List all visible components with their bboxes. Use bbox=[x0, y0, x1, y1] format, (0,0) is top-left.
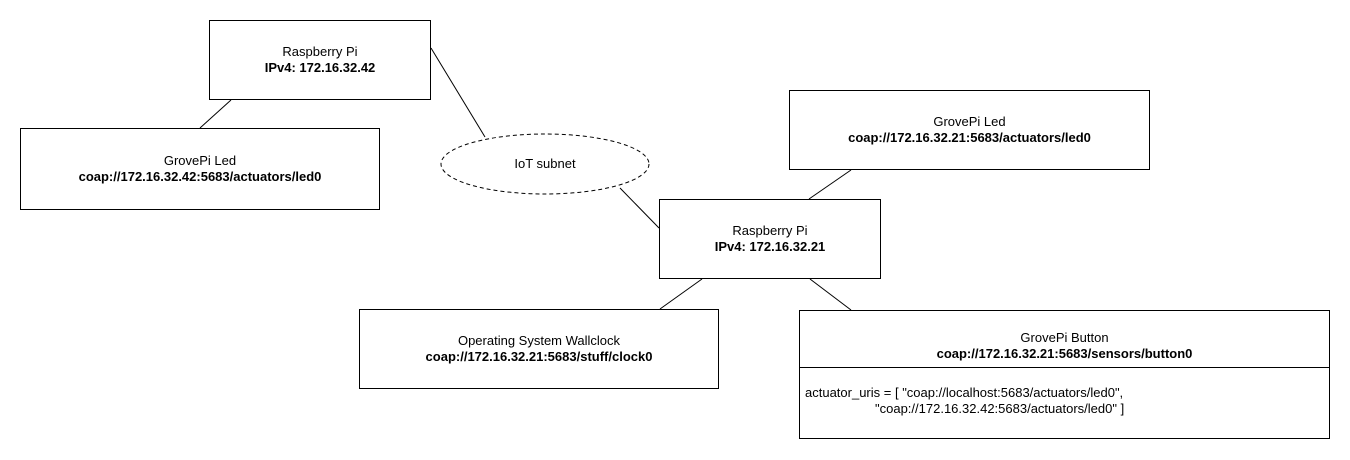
node-address: coap://172.16.32.21:5683/stuff/clock0 bbox=[425, 349, 653, 364]
node-address: coap://172.16.32.42:5683/actuators/led0 bbox=[78, 169, 322, 184]
connector-pi1-led1 bbox=[199, 99, 232, 129]
raspberry-pi-node-21[interactable]: Raspberry Pi IPv4: 172.16.32.21 bbox=[659, 199, 881, 279]
node-address: IPv4: 172.16.32.42 bbox=[264, 60, 376, 75]
node-title: GrovePi Button bbox=[1020, 330, 1109, 345]
iot-subnet-label: IoT subnet bbox=[514, 156, 576, 171]
grovepi-led-node-42[interactable]: GrovePi Led coap://172.16.32.42:5683/act… bbox=[20, 128, 380, 210]
connector-subnet-pi2 bbox=[619, 187, 660, 229]
attribute-line: actuator_uris = [ "coap://localhost:5683… bbox=[805, 385, 1124, 400]
node-title: Raspberry Pi bbox=[282, 44, 358, 59]
connector-led2-pi2 bbox=[808, 169, 852, 200]
button-node-attributes: actuator_uris = [ "coap://localhost:5683… bbox=[805, 385, 1124, 417]
node-address: coap://172.16.32.21:5683/actuators/led0 bbox=[848, 130, 1091, 145]
iot-subnet-ellipse bbox=[440, 133, 650, 195]
connector-pi2-button bbox=[809, 278, 852, 311]
node-title: GrovePi Led bbox=[933, 114, 1006, 129]
connector-pi2-clock bbox=[659, 278, 703, 310]
node-address: coap://172.16.32.21:5683/sensors/button0 bbox=[936, 346, 1193, 361]
raspberry-pi-node-42[interactable]: Raspberry Pi IPv4: 172.16.32.42 bbox=[209, 20, 431, 100]
grovepi-button-node[interactable]: GrovePi Button coap://172.16.32.21:5683/… bbox=[799, 310, 1330, 439]
grovepi-led-node-21[interactable]: GrovePi Led coap://172.16.32.21:5683/act… bbox=[789, 90, 1150, 170]
node-title: Raspberry Pi bbox=[732, 223, 808, 238]
connector-pi1-subnet bbox=[430, 47, 486, 138]
wallclock-node[interactable]: Operating System Wallclock coap://172.16… bbox=[359, 309, 719, 389]
attribute-line: "coap://172.16.32.42:5683/actuators/led0… bbox=[875, 401, 1125, 416]
node-title: GrovePi Led bbox=[163, 153, 237, 168]
node-address: IPv4: 172.16.32.21 bbox=[714, 239, 826, 254]
node-title: Operating System Wallclock bbox=[457, 333, 621, 348]
button-node-header: GrovePi Button coap://172.16.32.21:5683/… bbox=[800, 311, 1329, 368]
